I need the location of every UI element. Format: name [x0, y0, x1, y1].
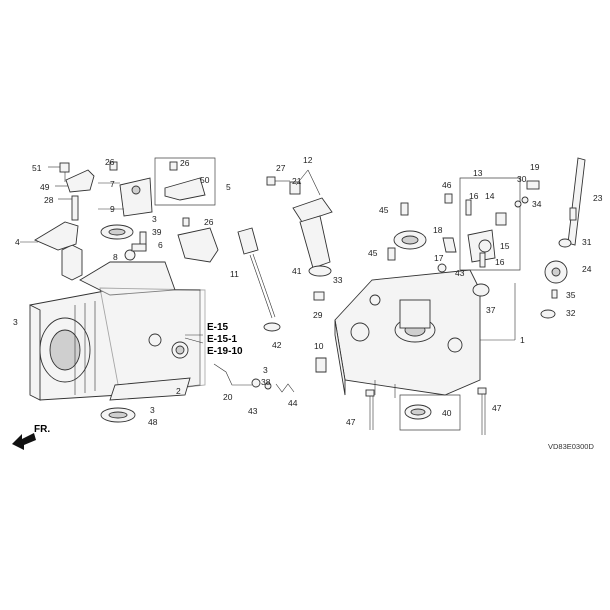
callout-33: 33 [333, 275, 343, 285]
callout-17: 17 [434, 253, 444, 263]
figure-code: VD83E0300D [548, 442, 594, 451]
cylinder-block [29, 244, 206, 401]
callout-1: 1 [520, 335, 525, 345]
crankcase-cover [334, 269, 481, 398]
callout-28: 28 [44, 195, 54, 205]
ref-e-15-1: E-15-1 [207, 334, 237, 345]
callout-35: 35 [566, 290, 576, 300]
front-direction-indicator: FR. [12, 424, 50, 450]
callout-15: 15 [500, 241, 510, 251]
callout-45b: 45 [368, 248, 378, 258]
callout-3a: 3 [152, 214, 157, 224]
callout-10: 10 [314, 341, 324, 351]
small-parts-left [100, 224, 147, 261]
callout-40: 40 [442, 408, 452, 418]
governor-group [98, 157, 216, 217]
callout-20: 20 [223, 392, 233, 402]
callout-4: 4 [15, 237, 20, 247]
callout-19: 19 [530, 162, 540, 172]
callout-32: 32 [566, 308, 576, 318]
governor-arm-parts [48, 162, 95, 221]
callout-48: 48 [148, 417, 158, 427]
callout-41: 41 [292, 266, 302, 276]
callout-43b: 43 [248, 406, 258, 416]
callout-26a: 26 [105, 157, 115, 167]
callout-38: 38 [261, 377, 271, 387]
callout-18: 18 [433, 225, 443, 235]
callout-49: 49 [40, 182, 50, 192]
callout-39: 39 [152, 227, 162, 237]
callout-44: 44 [288, 398, 298, 408]
callout-24: 24 [582, 264, 592, 274]
callout-3d: 3 [150, 405, 155, 415]
bolt-part-27 [266, 176, 290, 186]
callout-2: 2 [176, 386, 181, 396]
ref-e-19-10: E-19-10 [207, 346, 243, 357]
bracket-part-26 [177, 217, 219, 263]
callout-26b: 26 [180, 158, 190, 168]
callout-6: 6 [158, 240, 163, 250]
callout-31: 31 [582, 237, 592, 247]
callout-47a: 47 [346, 417, 356, 427]
callout-50: 50 [200, 175, 210, 185]
callout-30: 30 [517, 174, 527, 184]
callout-13: 13 [473, 168, 483, 178]
callout-16a: 16 [469, 191, 479, 201]
callout-29: 29 [313, 310, 323, 320]
callout-37: 37 [486, 305, 496, 315]
callout-3b: 3 [13, 317, 18, 327]
bolt-part-29 [313, 291, 325, 301]
dipstick-part-11 [237, 227, 281, 332]
bearing-part-18 [393, 230, 427, 250]
callout-14: 14 [485, 191, 495, 201]
reference-labels: E-15 E-15-1 E-19-10 [184, 322, 243, 357]
shaft-part-23 [567, 157, 586, 246]
callout-21: 21 [292, 176, 302, 186]
callout-3c: 3 [263, 365, 268, 375]
gear-parts-24-31-32 [540, 238, 572, 319]
callout-11: 11 [230, 269, 239, 279]
oil-filler-tube-part-12 [289, 169, 333, 277]
oil-seal-part-37 [472, 283, 490, 297]
callout-23: 23 [593, 193, 603, 203]
callout-45a: 45 [379, 205, 389, 215]
callout-27: 27 [276, 163, 286, 173]
callout-7: 7 [110, 179, 115, 189]
callout-9: 9 [110, 204, 115, 214]
pin-parts-30-34 [521, 180, 540, 204]
callout-42: 42 [272, 340, 282, 350]
callout-51: 51 [32, 163, 42, 173]
callout-8: 8 [113, 252, 118, 262]
callout-46: 46 [442, 180, 452, 190]
front-arrow-icon [12, 433, 36, 450]
callout-numbers: 51 26 26 27 12 50 49 7 28 9 3 26 4 39 6 … [13, 155, 603, 427]
governor-assembly-parts-13-14-15 [437, 177, 522, 273]
ref-e-15: E-15 [207, 322, 229, 333]
callout-12: 12 [303, 155, 313, 165]
dowel-parts-45 [387, 202, 409, 261]
callout-5: 5 [226, 182, 231, 192]
callout-16b: 16 [495, 257, 505, 267]
callout-26c: 26 [204, 217, 214, 227]
bolts-part-47 [365, 387, 487, 435]
bracket-part-4 [20, 221, 79, 251]
callout-47b: 47 [492, 403, 502, 413]
callout-34: 34 [532, 199, 542, 209]
sensor-part-10 [315, 357, 327, 373]
callout-43a: 43 [455, 268, 465, 278]
bearing-part-48 [100, 407, 136, 423]
oil-seal-part-40 [399, 394, 461, 431]
throttle-rod-part-20 [213, 363, 295, 393]
direction-label: FR. [34, 424, 50, 435]
